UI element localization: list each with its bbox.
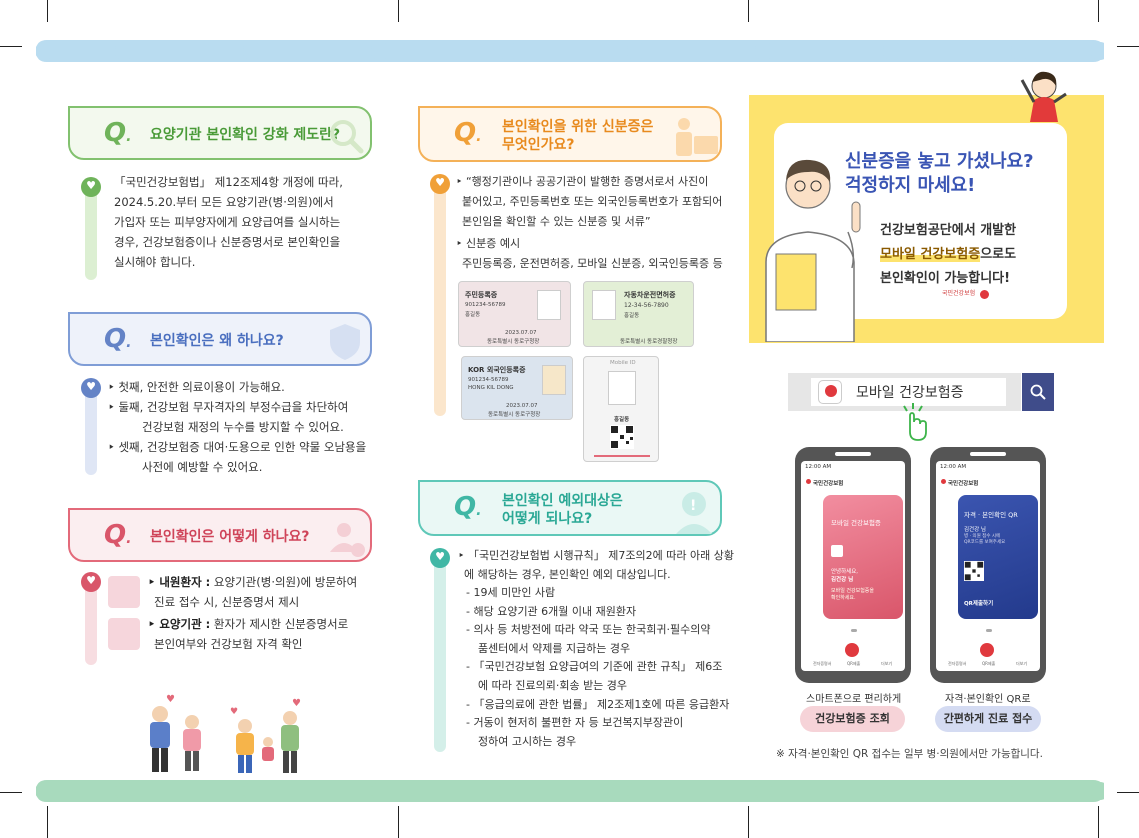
exception-list: - 19세 미만인 사람 - 해당 요양기관 6개월 이내 재원환자 - 의사 … (466, 586, 730, 748)
crop-mark (47, 806, 48, 838)
phone-health-card: 12:00 AM 국민건강보험 모바일 건강보험증 안녕하세요, 김건강 님 모… (795, 447, 911, 683)
crop-mark (1117, 792, 1139, 793)
crop-mark (398, 806, 399, 838)
heart-icon (81, 378, 101, 398)
crop-mark (0, 46, 22, 47)
phone-notch (835, 452, 871, 456)
user-icon (831, 545, 843, 557)
id-photo (608, 371, 636, 405)
family-illustration: ♥ ♥ ♥ (150, 694, 301, 773)
exception-intro: ‣ 「국민건강보험법 시행규칙」 제7조의2에 따라 아래 상황 에 해당하는 … (458, 549, 734, 581)
promo-sub: 건강보험공단에서 개발한 모바일 건강보험증으로도 본인확인이 가능합니다! (880, 223, 1017, 286)
crop-mark (398, 0, 399, 22)
id-card-person-icon (676, 118, 718, 156)
doctor-illustration (765, 159, 861, 342)
patient-step: ‣ 내원환자 : 요양기관(병·의원)에 방문하여 진료 접수 시, 신분증명서… (148, 575, 358, 609)
q-mark: Q. (104, 520, 132, 550)
crop-mark (1098, 0, 1099, 22)
shield-icon (330, 324, 360, 360)
crop-mark (0, 792, 22, 793)
question-title: 요양기관 본인확인 강화 제도란? (150, 127, 341, 143)
qr-reception-chip: 간편하게 진료 접수 (935, 706, 1041, 732)
question-title: 본인확인은 왜 하나요? (150, 333, 284, 349)
question-box-system (68, 106, 372, 160)
phone-screen: 12:00 AM 국민건강보험 모바일 건강보험증 안녕하세요, 김건강 님 모… (801, 461, 905, 671)
bullet-rail (434, 180, 446, 416)
phone-notch (970, 452, 1006, 456)
heart-icon (81, 572, 101, 592)
crop-mark (1117, 46, 1139, 47)
bullet-rail (434, 556, 446, 752)
institution-step: ‣ 요양기관 : 환자가 제시한 신분증명서로 본인여부와 건강보험 자격 확인 (148, 617, 349, 651)
bottom-wave-band (36, 780, 1104, 802)
crop-mark (1098, 806, 1099, 838)
q-mark: Q. (104, 118, 132, 148)
qr-code-icon (964, 561, 984, 581)
crop-mark (748, 0, 749, 22)
qr-nav-button[interactable] (845, 643, 859, 657)
mobile-id-card: Mobile ID 홍길동 (583, 356, 659, 462)
hospital-icon (108, 618, 140, 650)
search-button[interactable] (1022, 373, 1054, 411)
id-definition: ‣ “행정기관이나 공공기관이 발행한 증명서로서 사진이 붙어있고, 주민등록… (456, 175, 723, 270)
tap-hand-icon (903, 403, 927, 441)
search-query: 모바일 건강보험증 (856, 385, 964, 401)
svg-text:!: ! (690, 498, 696, 514)
heart-icon (81, 177, 101, 197)
bullet-rail (85, 390, 97, 475)
question-title: 본인확인은 어떻게 하나요? (150, 529, 310, 545)
cheering-character-illustration (1020, 71, 1067, 122)
question-box-exceptions (418, 480, 722, 536)
bullet-rail (85, 185, 97, 280)
resident-id-card: 주민등록증 901234-56789 홍길동 2023.07.07 동로특별시 … (458, 281, 571, 347)
user-check-icon (330, 523, 365, 557)
app-logo-icon (818, 380, 842, 404)
search-input[interactable] (811, 378, 1006, 406)
question-box-how (68, 508, 372, 562)
phone-qr-card: 12:00 AM 국민건강보험 자격 · 본인확인 QR 김건강 님 병 · 의… (930, 447, 1046, 683)
heart-icon (430, 548, 450, 568)
id-photo (537, 290, 561, 320)
id-photo (542, 365, 566, 395)
answer-text: ‣ 첫째, 안전한 의료이용이 가능해요. ‣ 둘째, 건강보험 무자격자의 부… (108, 380, 367, 474)
alert-person-icon: ! (676, 492, 712, 534)
magnifier-icon (330, 120, 364, 154)
bullet-rail (85, 580, 97, 665)
driver-license-card: 자동차운전면허증 12-34-56-7890 홍길동 동로특별시 동로경찰청장 (583, 281, 694, 347)
svg-text:♥: ♥ (166, 694, 175, 705)
nhis-logo: 국민건강보험 (942, 290, 976, 297)
q-mark: Q. (454, 492, 482, 522)
promo-headline: 신분증을 놓고 가셨나요?걱정하지 마세요! (845, 151, 1034, 196)
id-photo (592, 290, 616, 320)
qr-code-icon (610, 425, 634, 449)
q-mark: Q. (104, 324, 132, 354)
health-card-chip: 건강보험증 조회 (800, 706, 905, 732)
progress-bar (594, 455, 650, 457)
svg-text:♥: ♥ (230, 707, 238, 717)
crop-mark (748, 806, 749, 838)
nhis-logo-mark (980, 290, 989, 299)
svg-text:♥: ♥ (292, 698, 301, 709)
crop-mark (47, 0, 48, 22)
patient-icon (108, 576, 140, 608)
answer-text: 「국민건강보험법」 제12조제4항 개정에 따라,2024.5.20.부터 모든… (114, 175, 343, 269)
foreign-resident-card: KOR 외국인등록증 901234-56789 HONG KIL DONG 20… (461, 356, 573, 420)
qr-card[interactable]: 자격 · 본인확인 QR 김건강 님 병 · 의원 접수 시에 QR코드를 보여… (958, 495, 1038, 619)
health-card[interactable]: 모바일 건강보험증 안녕하세요, 김건강 님 모바일 건강보험증을 확인하세요. (823, 495, 903, 619)
question-box-why (68, 312, 372, 366)
q-mark: Q. (454, 118, 482, 148)
question-box-id (418, 106, 722, 162)
phone-screen: 12:00 AM 국민건강보험 자격 · 본인확인 QR 김건강 님 병 · 의… (936, 461, 1040, 671)
top-wave-band (36, 40, 1104, 62)
phone-caption: 스마트폰으로 편리하게 (806, 694, 902, 705)
search-icon (1030, 384, 1046, 400)
qr-nav-button[interactable] (980, 643, 994, 657)
footnote: ※ 자격·본인확인 QR 접수는 일부 병·의원에서만 가능합니다. (776, 748, 1043, 760)
phone-caption: 자격·본인확인 QR로 (945, 694, 1031, 705)
heart-icon (430, 174, 450, 194)
